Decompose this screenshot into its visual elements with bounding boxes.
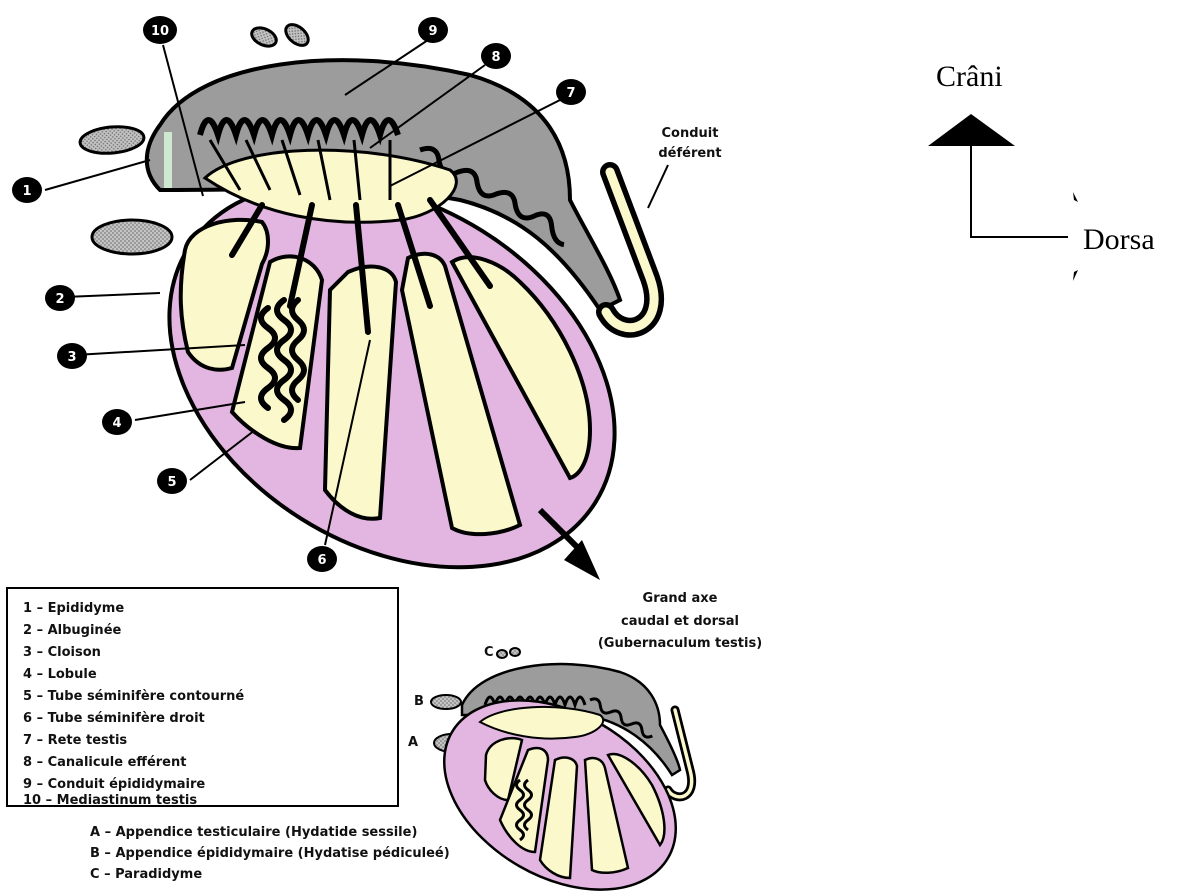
legend-item: 2 – Albuginée bbox=[23, 623, 122, 638]
marker-5: 5 bbox=[157, 468, 187, 494]
svg-text:7: 7 bbox=[566, 86, 575, 101]
label-conduit-line2: déférent bbox=[658, 146, 721, 161]
legend-item: 9 – Conduit épididymaire bbox=[23, 777, 205, 792]
svg-text:5: 5 bbox=[167, 475, 176, 490]
grand-axe-arrowhead bbox=[564, 540, 600, 580]
paradidymis-blob bbox=[249, 24, 279, 49]
marker-6: 6 bbox=[307, 546, 337, 572]
legend-item: 1 – Epididyme bbox=[23, 601, 124, 616]
marker-8: 8 bbox=[481, 43, 511, 69]
cranial-arrowhead bbox=[928, 114, 1015, 146]
marker-1: 1 bbox=[12, 177, 42, 203]
footnote-b: B – Appendice épididymaire (Hydatise péd… bbox=[90, 846, 450, 861]
label-grand-axe-line3: (Gubernaculum testis) bbox=[598, 636, 762, 651]
small-appendix-epididymis bbox=[431, 695, 461, 709]
label-grand-axe-line2: caudal et dorsal bbox=[621, 614, 739, 629]
dorsal-label: Dorsa bbox=[1083, 223, 1155, 256]
svg-text:2: 2 bbox=[55, 292, 64, 307]
main-testis-figure bbox=[45, 21, 686, 647]
svg-text:9: 9 bbox=[428, 24, 437, 39]
appendix-epididymis bbox=[79, 124, 145, 155]
svg-text:6: 6 bbox=[317, 553, 326, 568]
small-label-a: A bbox=[408, 735, 418, 750]
epididymis-head-band bbox=[164, 132, 172, 188]
legend-item: 7 – Rete testis bbox=[23, 733, 127, 748]
legend-item: 3 – Cloison bbox=[23, 645, 101, 660]
small-label-b: B bbox=[414, 694, 424, 709]
svg-text:8: 8 bbox=[491, 50, 500, 65]
svg-text:10: 10 bbox=[151, 24, 169, 39]
legend-item: 5 – Tube séminifère contourné bbox=[23, 689, 244, 704]
marker-4: 4 bbox=[102, 409, 132, 435]
marker-10: 10 bbox=[143, 16, 177, 44]
footnote-a: A – Appendice testiculaire (Hydatide ses… bbox=[90, 825, 417, 840]
svg-text:3: 3 bbox=[67, 350, 76, 365]
footnote-c: C – Paradidyme bbox=[90, 867, 202, 882]
marker-3: 3 bbox=[57, 343, 87, 369]
legend-item: 8 – Canalicule efférent bbox=[23, 755, 186, 770]
small-testis-figure bbox=[411, 648, 710, 896]
orientation-indicator: Crâni Dorsa bbox=[928, 60, 1155, 281]
legend-item: 10 – Mediastinum testis bbox=[23, 793, 197, 808]
small-label-c: C bbox=[484, 645, 494, 660]
svg-text:1: 1 bbox=[22, 184, 31, 199]
paradidymis-blob bbox=[282, 21, 312, 50]
svg-text:4: 4 bbox=[112, 416, 121, 431]
cranial-label: Crâni bbox=[936, 60, 1003, 93]
label-grand-axe-line1: Grand axe bbox=[643, 591, 718, 606]
marker-9: 9 bbox=[418, 17, 448, 43]
label-conduit-line1: Conduit bbox=[662, 126, 719, 141]
marker-2: 2 bbox=[45, 285, 75, 311]
dorsal-arrow-fragment bbox=[1073, 192, 1078, 202]
legend-item: 6 – Tube séminifère droit bbox=[23, 711, 205, 726]
appendix-testis bbox=[92, 220, 172, 254]
marker-7: 7 bbox=[556, 79, 586, 105]
paradidymis-blob bbox=[510, 648, 520, 656]
legend-item: 4 – Lobule bbox=[23, 667, 97, 682]
paradidymis-blob bbox=[497, 650, 507, 658]
legend-box: 1 – Epididyme 2 – Albuginée 3 – Cloison … bbox=[7, 588, 398, 808]
dorsal-arrow-fragment bbox=[1073, 270, 1078, 281]
